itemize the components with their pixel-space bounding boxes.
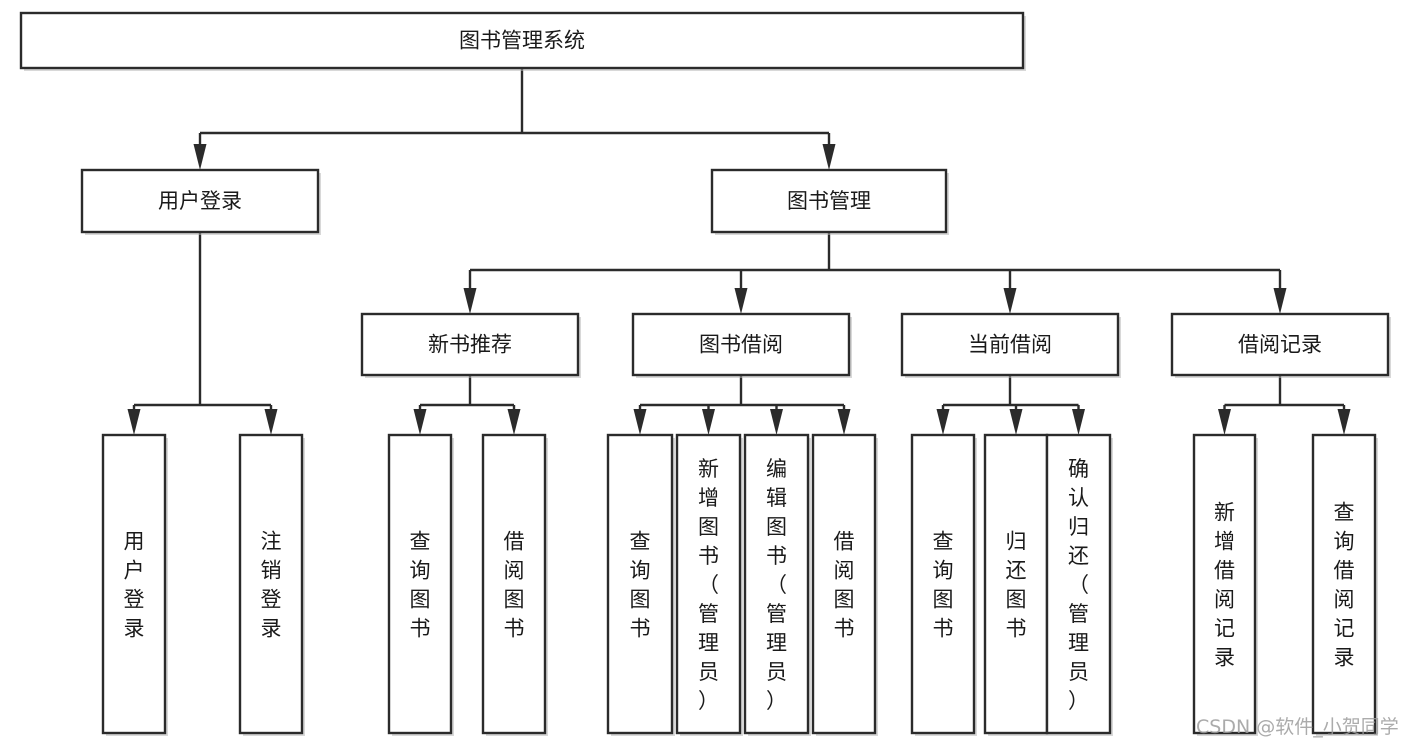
- arrow-head-icon: [702, 409, 715, 435]
- node-rect[interactable]: [743, 433, 810, 735]
- node-label: 图书借阅: [699, 333, 783, 357]
- node-book-borrow[interactable]: 图书借阅: [631, 312, 852, 378]
- node-label: 用户登录: [124, 530, 145, 641]
- connector-group-root: [193, 68, 836, 170]
- node-rect[interactable]: [900, 312, 1120, 377]
- node-label: 借阅记录: [1238, 333, 1322, 357]
- node-rect[interactable]: [1170, 312, 1390, 377]
- connector-group-borrow-record: [1218, 375, 1351, 435]
- connector-group-user-login: [127, 232, 278, 435]
- node-label: 当前借阅: [968, 333, 1052, 357]
- node-label: 新增借阅记录: [1214, 501, 1235, 670]
- arrow-head-icon: [127, 409, 141, 435]
- node-rect[interactable]: [19, 11, 1025, 70]
- node-rect[interactable]: [631, 312, 851, 377]
- node-leaf-confirm-return[interactable]: 确认归还（管理员）: [1045, 433, 1113, 736]
- node-leaf-query-book-recommend[interactable]: 查询图书: [387, 433, 454, 736]
- watermark-layer: CSDN @软件_小贺同学: [1196, 716, 1399, 738]
- node-borrow-record[interactable]: 借阅记录: [1170, 312, 1391, 378]
- node-leaf-query-borrow-record[interactable]: 查询借阅记录: [1311, 433, 1378, 736]
- node-label: 查询借阅记录: [1334, 501, 1355, 670]
- node-rect[interactable]: [101, 433, 167, 735]
- arrow-head-icon: [463, 288, 477, 314]
- node-rect[interactable]: [238, 433, 304, 735]
- node-label: 图书管理系统: [459, 29, 585, 53]
- node-leaf-borrow-book[interactable]: 借阅图书: [811, 433, 878, 736]
- node-label: 编辑图书（管理员）: [766, 457, 787, 713]
- node-rect[interactable]: [481, 433, 547, 735]
- arrow-head-icon: [1218, 409, 1231, 435]
- node-label: 归还图书: [1006, 530, 1027, 641]
- node-rect[interactable]: [1192, 433, 1257, 735]
- arrow-head-icon: [413, 409, 427, 435]
- node-rect[interactable]: [606, 433, 674, 735]
- node-leaf-add-book[interactable]: 新增图书（管理员）: [675, 433, 743, 736]
- arrow-head-icon: [1072, 409, 1085, 435]
- node-label: 用户登录: [158, 189, 242, 213]
- csdn-watermark: CSDN @软件_小贺同学: [1196, 716, 1399, 738]
- node-label: 借阅图书: [504, 530, 525, 641]
- node-current-borrow[interactable]: 当前借阅: [900, 312, 1121, 378]
- node-user-login[interactable]: 用户登录: [80, 168, 321, 235]
- connector-layer: [127, 68, 1351, 435]
- connector-group-book-borrow: [633, 375, 851, 435]
- arrow-head-icon: [770, 409, 783, 435]
- node-rect[interactable]: [675, 433, 742, 735]
- node-label: 确认归还（管理员）: [1068, 457, 1089, 713]
- node-rect[interactable]: [80, 168, 320, 234]
- node-leaf-user-login[interactable]: 用户登录: [101, 433, 168, 736]
- arrow-head-icon: [734, 288, 748, 314]
- connector-group-book-management: [463, 232, 1287, 314]
- arrow-head-icon: [822, 144, 836, 170]
- node-rect[interactable]: [710, 168, 948, 234]
- arrow-head-icon: [633, 409, 647, 435]
- node-rect[interactable]: [811, 433, 877, 735]
- node-label: 新书推荐: [428, 333, 512, 357]
- node-new-book-recommend[interactable]: 新书推荐: [360, 312, 581, 378]
- node-label: 查询图书: [630, 530, 651, 641]
- node-root[interactable]: 图书管理系统: [19, 11, 1026, 71]
- node-label: 新增图书（管理员）: [698, 457, 719, 713]
- node-label: 借阅图书: [834, 530, 855, 641]
- node-leaf-logout[interactable]: 注销登录: [238, 433, 305, 736]
- node-book-management[interactable]: 图书管理: [710, 168, 949, 235]
- node-rect[interactable]: [1045, 433, 1112, 735]
- arrow-head-icon: [1337, 409, 1351, 435]
- node-leaf-borrow-book-recommend[interactable]: 借阅图书: [481, 433, 548, 736]
- node-leaf-return-book[interactable]: 归还图书: [983, 433, 1050, 736]
- arrow-head-icon: [507, 409, 521, 435]
- node-label: 图书管理: [787, 189, 871, 213]
- node-label: 注销登录: [261, 530, 282, 641]
- connector-group-new-book-recommend: [413, 375, 521, 435]
- arrow-head-icon: [1003, 288, 1017, 314]
- arrow-head-icon: [193, 144, 207, 170]
- arrow-head-icon: [264, 409, 278, 435]
- node-leaf-edit-book[interactable]: 编辑图书（管理员）: [743, 433, 811, 736]
- node-rect[interactable]: [983, 433, 1049, 735]
- connector-group-current-borrow: [936, 375, 1085, 435]
- arrow-head-icon: [1009, 409, 1023, 435]
- node-layer: 图书管理系统用户登录图书管理新书推荐图书借阅当前借阅借阅记录用户登录注销登录查询…: [19, 11, 1391, 736]
- node-rect[interactable]: [1311, 433, 1377, 735]
- arrow-head-icon: [837, 409, 851, 435]
- node-rect[interactable]: [910, 433, 976, 735]
- arrow-head-icon: [1273, 288, 1287, 314]
- node-label: 查询图书: [410, 530, 431, 641]
- node-label: 查询图书: [933, 530, 954, 641]
- arrow-head-icon: [936, 409, 950, 435]
- node-leaf-query-book-current[interactable]: 查询图书: [910, 433, 977, 736]
- node-rect[interactable]: [360, 312, 580, 377]
- node-leaf-add-borrow-record[interactable]: 新增借阅记录: [1192, 433, 1258, 736]
- node-rect[interactable]: [387, 433, 453, 735]
- node-leaf-query-book-borrow[interactable]: 查询图书: [606, 433, 675, 736]
